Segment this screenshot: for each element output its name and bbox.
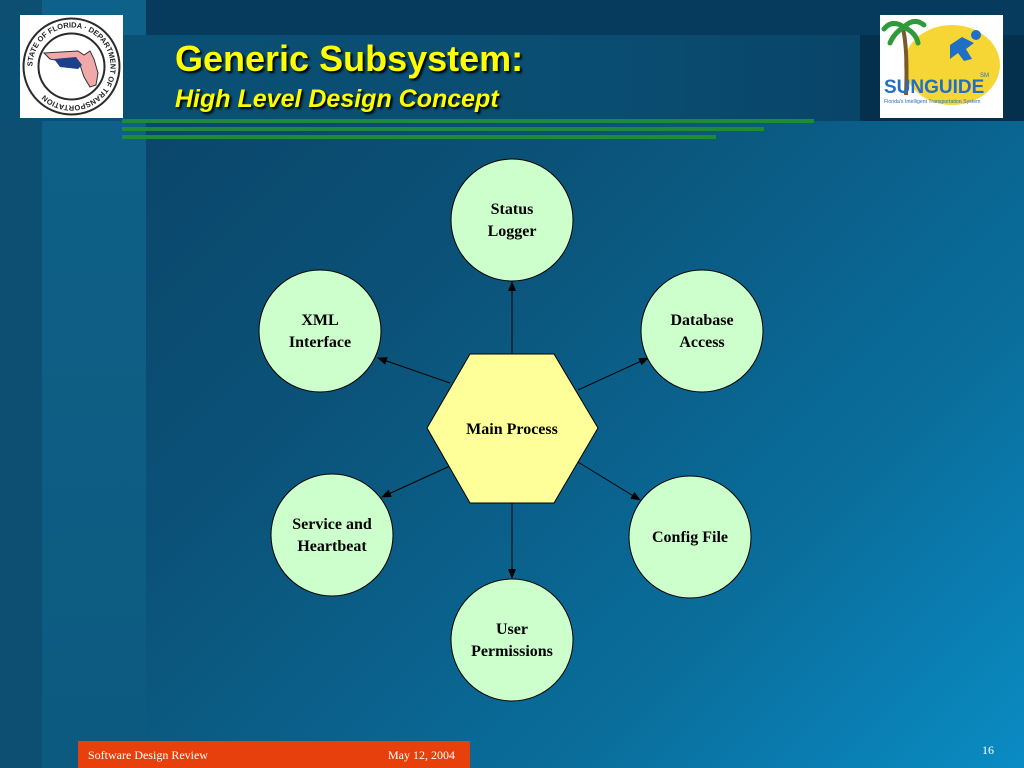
arrow-to-service-heartbeat xyxy=(381,465,451,498)
fdot-logo: STATE OF FLORIDA · DEPARTMENT OF TRANSPO… xyxy=(20,15,123,118)
user-permissions-label-1: User xyxy=(496,621,528,638)
footer-date: May 12, 2004 xyxy=(388,748,455,762)
config-file-label: Config File xyxy=(652,529,728,546)
arrow-to-config-file xyxy=(577,461,641,501)
sunguide-sm: SM xyxy=(980,73,989,79)
status-logger-node xyxy=(450,158,574,282)
arrow-to-database-access xyxy=(577,357,649,391)
status-logger-label-1: Status xyxy=(491,201,534,218)
slide-subtitle: High Level Design Concept xyxy=(175,85,499,113)
service-heartbeat-label-1: Service and xyxy=(292,516,372,533)
title-bar xyxy=(0,35,1024,121)
accent-line-1 xyxy=(122,119,814,123)
sunguide-wordmark: SUNGUIDE xyxy=(884,77,984,98)
database-access-label-1: Database xyxy=(670,312,733,329)
top-bar xyxy=(146,0,1024,35)
database-access-label-2: Access xyxy=(679,334,724,351)
accent-line-3 xyxy=(122,135,716,139)
xml-interface-label-2: Interface xyxy=(289,334,351,351)
xml-interface-label-1: XML xyxy=(301,312,338,329)
service-heartbeat-node xyxy=(270,473,394,597)
slide-title: Generic Subsystem: xyxy=(175,38,524,79)
xml-interface-node xyxy=(258,269,382,393)
sunguide-tagline: Florida's Intelligent Transportation Sys… xyxy=(884,99,980,105)
service-heartbeat-label-2: Heartbeat xyxy=(297,538,367,555)
accent-line-2 xyxy=(122,127,764,131)
config-file-node xyxy=(628,475,752,599)
page-number: 16 xyxy=(982,743,994,757)
user-permissions-label-2: Permissions xyxy=(471,643,553,660)
left-band xyxy=(0,0,42,768)
footer-bar xyxy=(78,741,470,768)
main-process-label: Main Process xyxy=(466,421,558,438)
arrow-to-xml-interface xyxy=(377,357,451,384)
footer-presentation-name: Software Design Review xyxy=(88,748,208,762)
status-logger-label-2: Logger xyxy=(488,223,537,240)
sunguide-logo: SUNGUIDE SM Florida's Intelligent Transp… xyxy=(880,15,1003,118)
main-process-hexagon xyxy=(426,353,599,504)
database-access-node xyxy=(640,269,764,393)
user-permissions-node xyxy=(450,578,574,702)
